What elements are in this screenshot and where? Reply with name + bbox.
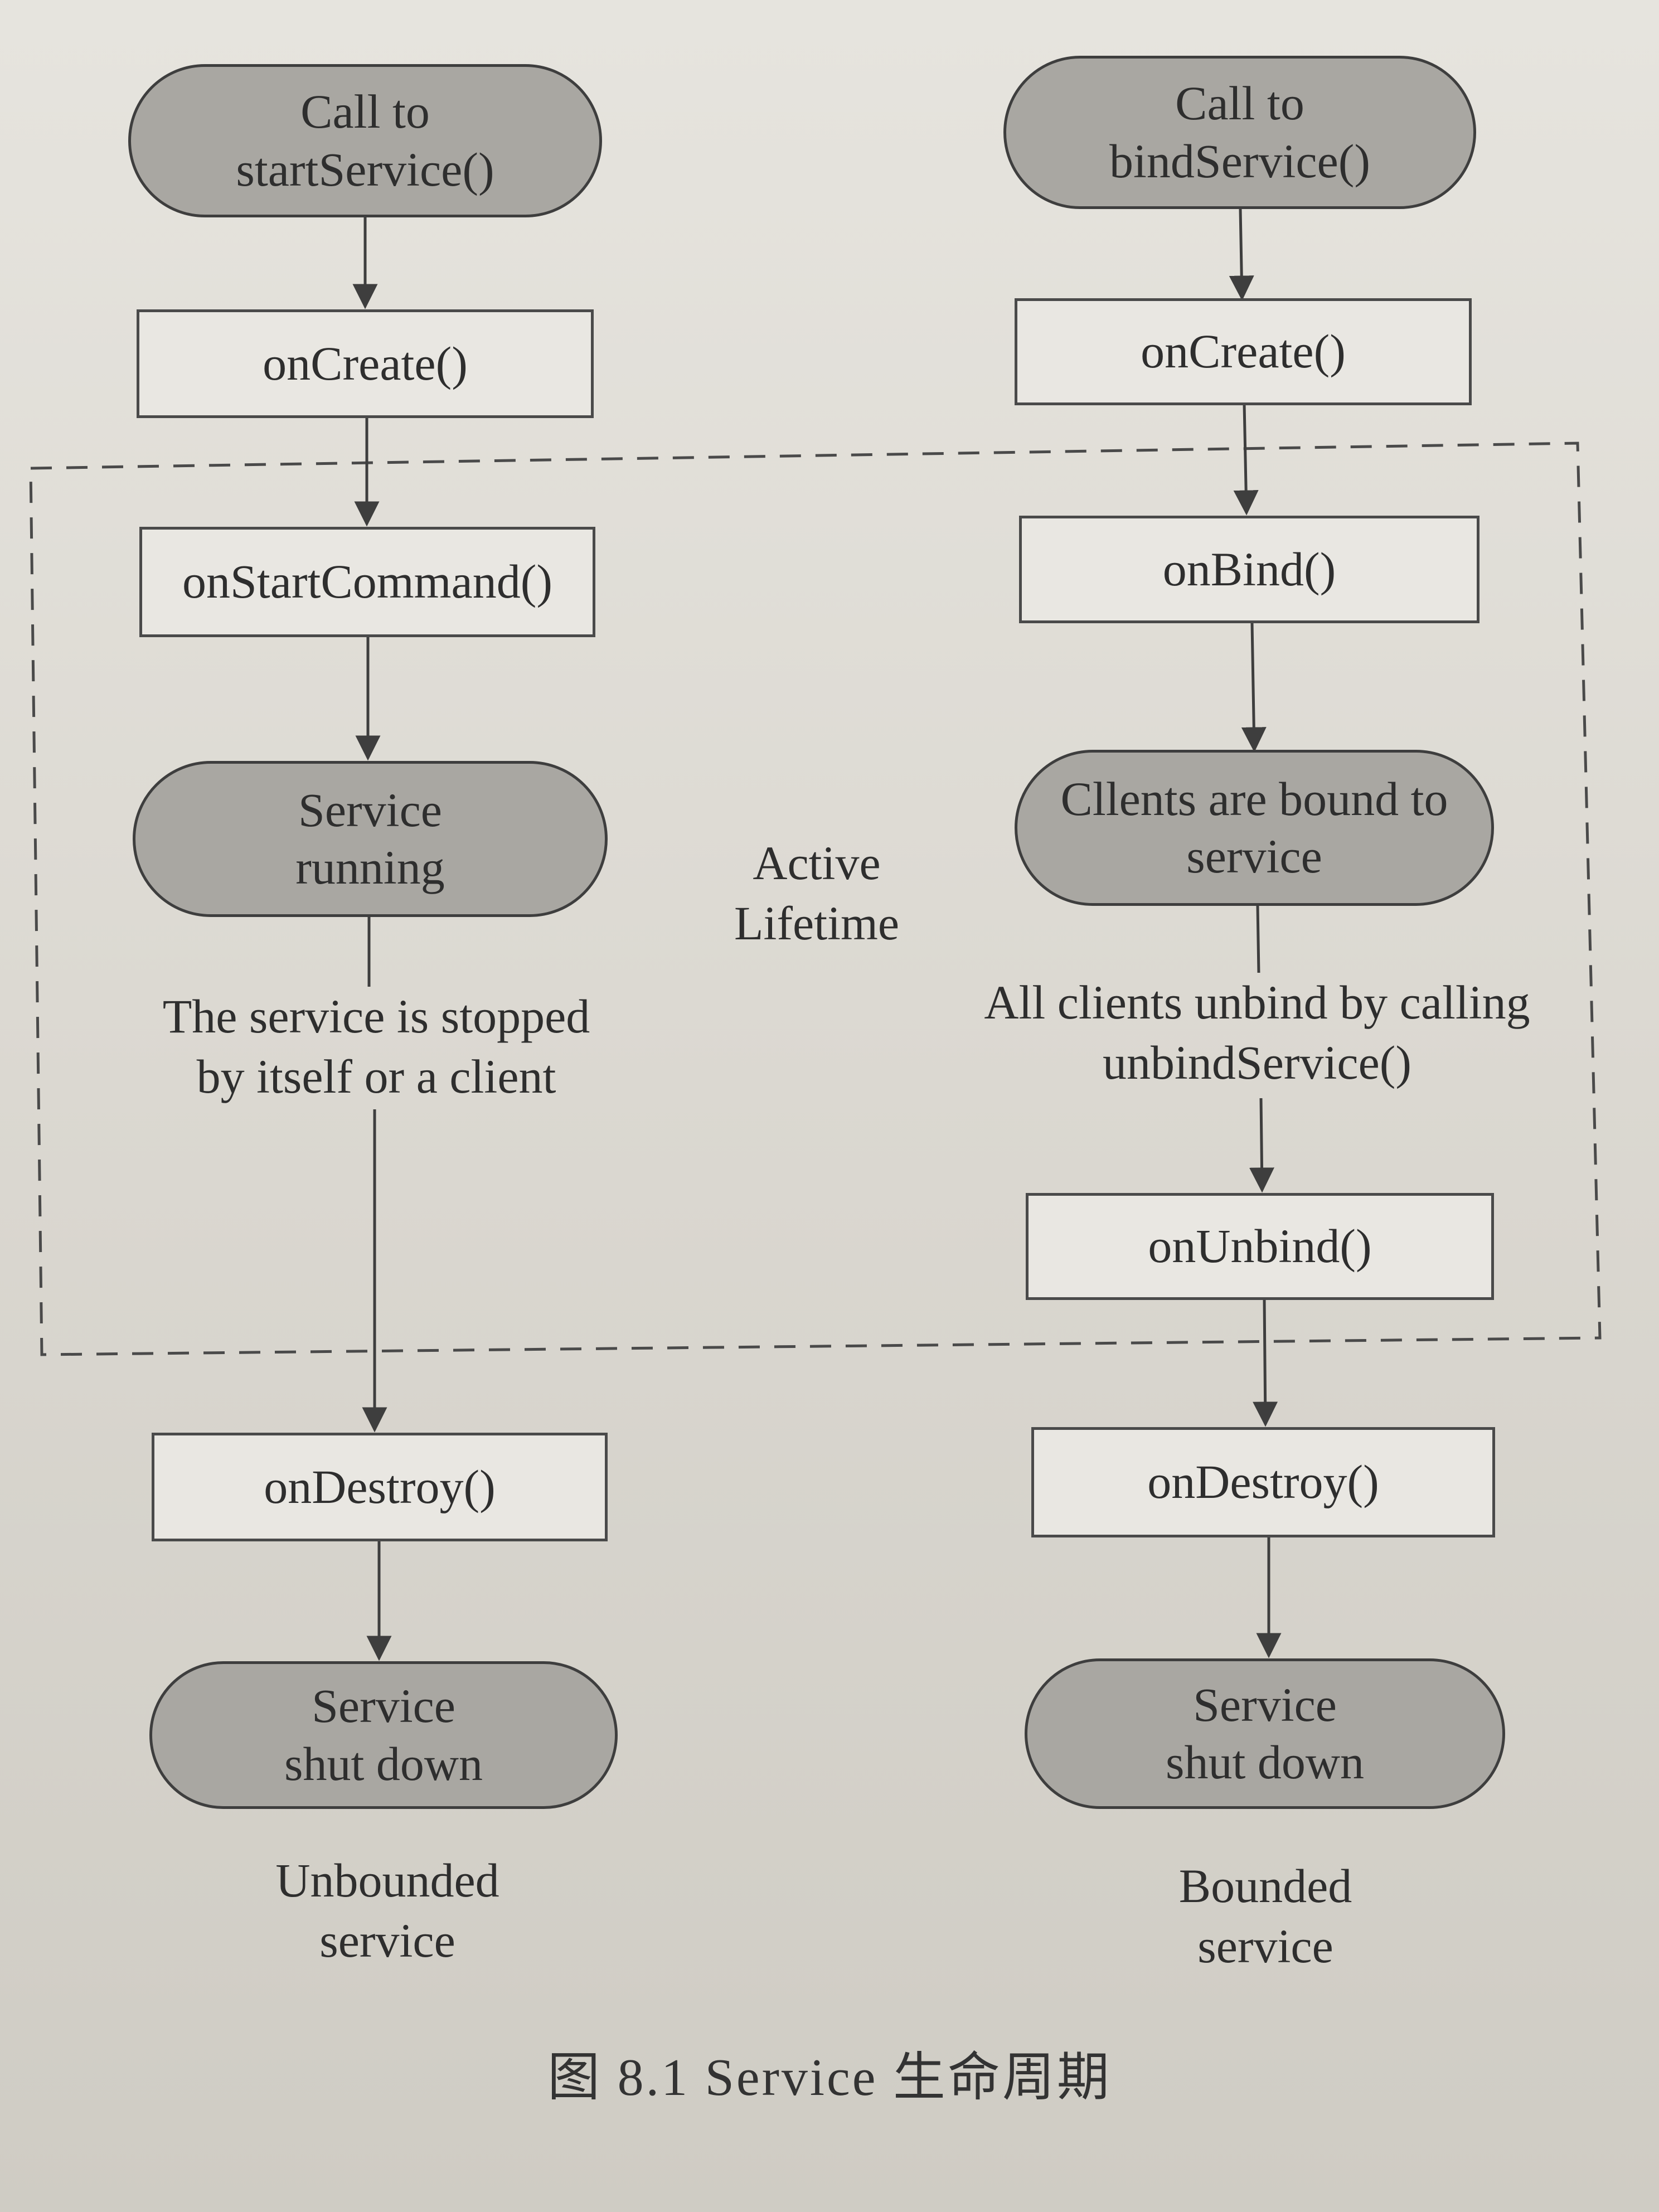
ondestroy-right-box: onDestroy() — [1031, 1427, 1495, 1537]
arrow-onbind-to-bound — [1241, 623, 1267, 753]
service-shutdown-right-node: Service shut down — [1025, 1658, 1505, 1809]
oncreate-right-box: onCreate() — [1015, 298, 1472, 405]
service-shutdown-left-node: Service shut down — [149, 1661, 618, 1809]
active-lifetime-region — [29, 442, 1602, 1356]
arrow-start-to-oncreate-right — [1229, 208, 1254, 301]
ondestroy-right-label: onDestroy() — [1147, 1455, 1379, 1509]
bounded-service-label: Bounded service — [1178, 1859, 1352, 1973]
call-startservice-node: Call to startService() — [128, 64, 602, 217]
onunbind-box: onUnbind() — [1026, 1193, 1494, 1300]
clients-unbind-label: All clients unbind by calling unbindServ… — [984, 976, 1530, 1089]
oncreate-right-label: onCreate() — [1141, 324, 1346, 379]
call-bindservice-label: Call to bindService() — [1109, 76, 1371, 188]
service-running-node: Service running — [133, 761, 608, 917]
clients-bound-node: Cllents are bound to service — [1015, 750, 1494, 906]
arrow-oncreate-to-onbind — [1233, 404, 1259, 516]
call-startservice-label: Call to startService() — [236, 85, 494, 196]
ondestroy-left-box: onDestroy() — [152, 1433, 608, 1541]
arrow-unbind-label-to-onunbind — [1249, 1098, 1275, 1193]
call-bindservice-node: Call to bindService() — [1003, 56, 1476, 209]
service-shutdown-left-label: Service shut down — [284, 1679, 483, 1791]
service-shutdown-right-label: Service shut down — [1166, 1677, 1364, 1789]
arrow-onunbind-to-ondestroy-right — [1253, 1298, 1278, 1427]
arrow-bound-to-unbind-label — [1256, 905, 1260, 973]
oncreate-left-label: onCreate() — [263, 336, 468, 390]
service-running-label: Service running — [295, 783, 445, 894]
ondestroy-left-label: onDestroy() — [264, 1459, 496, 1514]
unbounded-service-label: Unbounded service — [275, 1854, 499, 1967]
onunbind-label: onUnbind() — [1148, 1219, 1372, 1273]
onbind-box: onBind() — [1019, 516, 1479, 623]
active-lifetime-label: Active Lifetime — [734, 836, 900, 950]
figure-caption: 图 8.1 Service 生命周期 — [547, 2049, 1112, 2107]
clients-bound-label: Cllents are bound to service — [1060, 772, 1448, 883]
onstartcommand-box: onStartCommand() — [139, 527, 595, 637]
service-stopped-label: The service is stopped by itself or a cl… — [162, 989, 590, 1103]
onstartcommand-label: onStartCommand() — [182, 555, 553, 609]
onbind-label: onBind() — [1162, 542, 1336, 596]
oncreate-left-box: onCreate() — [137, 309, 594, 418]
